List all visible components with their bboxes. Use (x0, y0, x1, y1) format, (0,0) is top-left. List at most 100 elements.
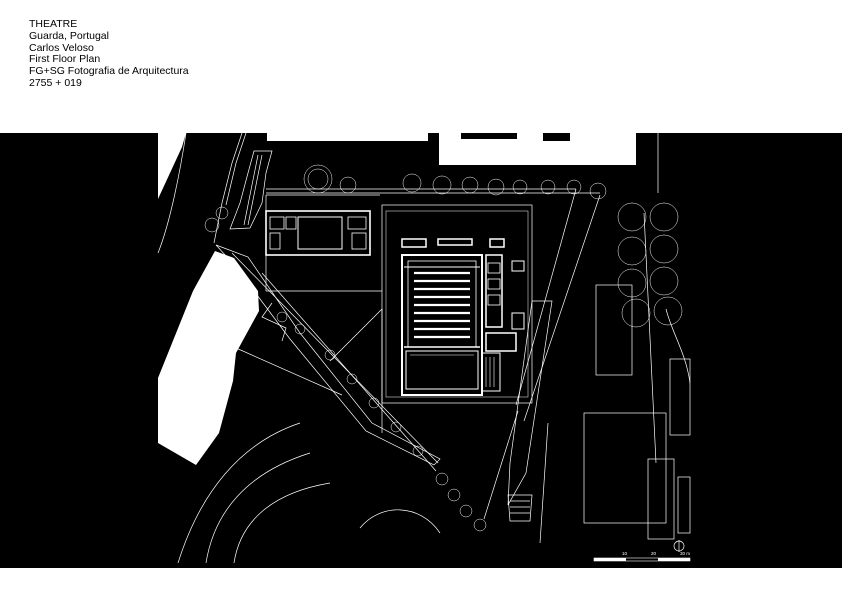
side-room (485, 254, 503, 328)
site-line (483, 410, 519, 520)
tree (276, 311, 288, 323)
tree (412, 445, 424, 457)
service-room (437, 238, 473, 246)
service-room (489, 238, 505, 248)
seating-rows (414, 271, 470, 339)
site-line (523, 194, 601, 422)
annex-room (285, 216, 297, 230)
service-room (401, 238, 427, 248)
annex-hall (297, 216, 343, 250)
site-line (643, 212, 657, 464)
stair-block (507, 494, 533, 522)
tree (649, 266, 679, 296)
tree (307, 168, 329, 190)
north-arrow-icon (673, 540, 685, 552)
tree (303, 164, 333, 194)
tree (390, 421, 402, 433)
annex-room (269, 232, 281, 250)
tree (617, 202, 647, 232)
tree (649, 202, 679, 232)
site-line (329, 308, 383, 362)
annex-building (265, 210, 371, 256)
caption-drawing: First Floor Plan (29, 53, 101, 66)
site-line (213, 133, 243, 244)
site-line (225, 133, 247, 206)
right-plot (677, 476, 691, 534)
scale-bar-segment (594, 558, 626, 561)
site-line (205, 452, 311, 564)
tree (459, 504, 473, 518)
auditorium-shell (401, 254, 483, 396)
site-line (515, 188, 577, 406)
site-line (247, 154, 263, 226)
tree (540, 179, 556, 195)
tree (653, 296, 683, 326)
annex-room (269, 216, 285, 230)
tree (368, 397, 380, 409)
tree (447, 488, 461, 502)
scale-label-10: 10 (622, 551, 628, 556)
scale-bar-segment (658, 558, 690, 561)
site-line (261, 302, 287, 342)
tree (589, 182, 607, 200)
tree (204, 217, 220, 233)
left-building (158, 251, 259, 465)
site-line (231, 252, 439, 464)
floor-plan-drawing: 10 20 30 m (0, 133, 842, 568)
tree (461, 176, 479, 194)
caption-reference: 2755 + 019 (29, 76, 82, 89)
tree (294, 323, 306, 335)
site-line (539, 422, 549, 544)
tree (324, 349, 336, 361)
site-line (261, 272, 437, 472)
right-plot (647, 458, 675, 540)
annex-room (347, 216, 367, 230)
annex-outline (265, 210, 371, 256)
tree (432, 175, 452, 195)
tree (473, 518, 487, 532)
site-line (233, 482, 331, 564)
tree (621, 298, 651, 328)
building-outline (381, 204, 533, 404)
side-room (481, 352, 501, 392)
trees (204, 164, 683, 532)
caption-location: Guarda, Portugal (29, 29, 109, 42)
site-line (235, 347, 343, 396)
site-line (359, 509, 441, 534)
side-room (485, 332, 517, 352)
tree (512, 179, 528, 195)
scale-label-30: 30 m (680, 551, 691, 556)
building-inner-outline (385, 210, 529, 398)
caption-architect: Carlos Veloso (29, 41, 94, 54)
tree (215, 206, 229, 220)
site-line (177, 422, 301, 564)
right-plot (669, 358, 691, 436)
plan-linework (157, 133, 691, 564)
right-diagonal-wall (507, 300, 553, 506)
stage (405, 350, 479, 390)
drawing-caption: THEATRE Guarda, Portugal Carlos Veloso F… (29, 18, 189, 90)
tree (339, 176, 357, 194)
right-plot (595, 284, 633, 376)
scale-bar (593, 557, 691, 562)
tree (435, 472, 449, 486)
tree (487, 178, 505, 196)
right-plot (583, 412, 667, 524)
caption-credit: FG+SG Fotografia de Arquitectura (29, 65, 189, 78)
tree (649, 234, 679, 264)
scale-label-20: 20 (651, 551, 657, 556)
side-room (487, 262, 501, 274)
side-room (511, 312, 525, 330)
top-building-left (267, 133, 428, 141)
tree (566, 179, 582, 195)
tree (346, 373, 358, 385)
top-building-right (439, 133, 636, 165)
tree (617, 236, 647, 266)
side-room (511, 260, 525, 272)
tree (402, 173, 422, 193)
white-masses (158, 133, 636, 465)
caption-title: THEATRE (29, 18, 78, 30)
side-room (487, 278, 501, 290)
left-edge-strip (158, 133, 186, 199)
side-room (487, 294, 501, 306)
